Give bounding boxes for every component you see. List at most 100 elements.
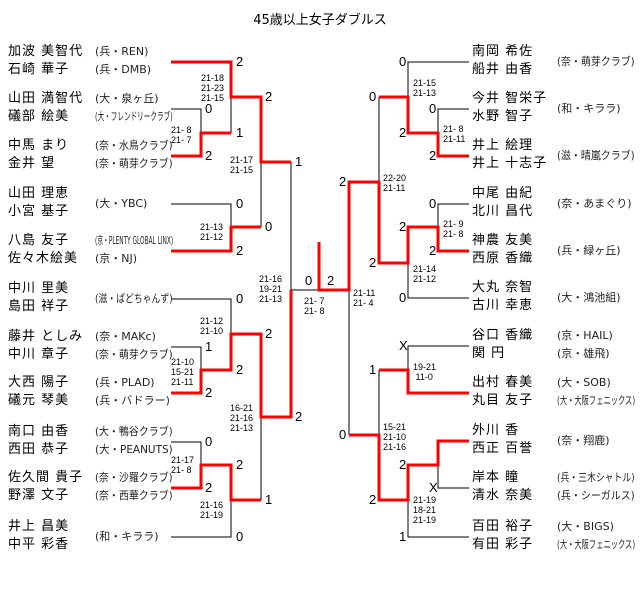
- match-score: 2: [399, 125, 407, 140]
- match-score: 0: [429, 196, 437, 211]
- right-player-affiliation: (兵・シーガルス): [557, 489, 635, 502]
- left-player-affiliation: (大・泉ヶ丘): [95, 92, 159, 105]
- game-scores: 22-20 21-11: [383, 173, 407, 193]
- game-scores: 21- 7 21- 8: [304, 296, 325, 316]
- right-player-name: 出村 春美: [472, 375, 534, 390]
- bracket-lines-winner: [171, 60, 469, 502]
- game-scores: 21- 9 21- 8: [443, 219, 464, 239]
- right-player-name: 関 円: [472, 346, 506, 361]
- match-score: 1: [295, 154, 303, 169]
- left-player-name: 大西 陽子: [8, 375, 70, 390]
- right-player-name: 井上 十志子: [472, 156, 548, 171]
- left-player-name: 中川 里美: [8, 281, 70, 296]
- match-score: 1: [369, 362, 377, 377]
- match-score: 1: [265, 492, 273, 507]
- right-player-name: 水野 智子: [472, 109, 534, 124]
- right-team-affiliation: (大・鴻池組): [557, 291, 621, 304]
- right-player-affiliation: (大・大阪フェニックス): [557, 394, 636, 407]
- game-scores: 21-17 21- 8: [171, 455, 195, 475]
- left-player-name: 小宮 基子: [8, 204, 70, 219]
- match-score: 2: [205, 148, 213, 163]
- game-scores: 21-10 15-21 21-11: [171, 357, 195, 387]
- right-team-affiliation: (和・キララ): [557, 102, 621, 115]
- left-player-name: 石崎 華子: [8, 62, 70, 77]
- left-player-name: 藤井 としみ: [8, 329, 84, 344]
- match-score: 2: [295, 409, 303, 424]
- right-player-name: 西原 香織: [472, 251, 534, 266]
- right-team-affiliation: (兵・緑ヶ丘): [557, 244, 621, 257]
- game-scores: 21-18 21-23 21-15: [201, 73, 225, 103]
- game-scores: 21- 8 21- 7: [171, 125, 192, 145]
- right-team-affiliation: (滋・晴嵐クラブ): [557, 149, 635, 162]
- left-player-affiliation: (奈・沙羅クラブ): [95, 471, 173, 484]
- match-score: 0: [399, 54, 407, 69]
- right-player-name: 谷口 香織: [472, 328, 534, 343]
- left-player-affiliation: (兵・PLAD): [95, 376, 155, 389]
- right-player-name: 古川 幸恵: [472, 298, 534, 313]
- right-player-name: 有田 彩子: [472, 537, 534, 552]
- match-score: 2: [339, 174, 347, 189]
- left-player-name: 八島 友子: [8, 233, 70, 248]
- right-player-name: 清水 奈美: [472, 488, 534, 503]
- left-player-affiliation: (兵・REN): [95, 45, 149, 58]
- match-score: 0: [236, 196, 244, 211]
- right-player-affiliation: (兵・三木シャトル): [557, 471, 635, 484]
- left-player-name: 金井 望: [8, 156, 56, 171]
- game-scores: 15-21 21-10 21-16: [383, 422, 407, 452]
- left-player-name: 山田 満智代: [8, 91, 84, 106]
- match-score: 2: [429, 243, 437, 258]
- right-player-name: 外川 香: [472, 423, 520, 438]
- match-score: 0: [399, 290, 407, 305]
- match-score: 1: [205, 339, 213, 354]
- match-score: X: [429, 480, 438, 495]
- left-player-name: 礒部 絵美: [8, 109, 70, 124]
- match-score: 0: [265, 219, 273, 234]
- match-score: 2: [265, 326, 273, 341]
- match-score: 0: [339, 427, 347, 442]
- right-team-affiliation: (奈・あまぐり): [557, 197, 632, 210]
- left-player-affiliation: (大・鴨谷クラブ): [95, 425, 173, 438]
- game-scores: 21-15 21-13: [413, 78, 437, 98]
- left-player-name: 島田 祥子: [8, 299, 70, 314]
- game-scores: 21-16 19-21 21-13: [259, 274, 283, 304]
- right-player-affiliation: (大・大阪フェニックス): [557, 538, 636, 551]
- left-player-name: 礒元 琴美: [8, 393, 70, 408]
- left-player-name: 南口 由香: [8, 424, 70, 439]
- left-team-affiliation: (和・キララ): [95, 530, 159, 543]
- left-player-name: 西田 恭子: [8, 442, 70, 457]
- match-score: 1: [399, 529, 407, 544]
- match-score: 2: [236, 243, 244, 258]
- right-player-affiliation: (京・雄飛): [557, 347, 610, 360]
- match-score: 0: [369, 89, 377, 104]
- left-player-affiliation: (京・PLENTY GLOBAL LINX): [95, 234, 174, 247]
- match-score: 2: [236, 362, 244, 377]
- left-player-affiliation: (大・フレンドリークラブ): [95, 110, 173, 123]
- left-player-affiliation: (奈・水鳥クラブ): [95, 139, 173, 152]
- right-team-affiliation: (奈・萌芽クラブ): [557, 55, 635, 68]
- game-scores: 21- 8 21-11: [443, 124, 466, 144]
- right-player-name: 北川 昌代: [472, 204, 534, 219]
- game-scores: 21-16 21-19: [200, 500, 224, 520]
- right-player-affiliation: (京・HAIL): [557, 329, 613, 342]
- right-player-affiliation: (大・SOB): [557, 376, 611, 389]
- game-scores: 21-19 18-21 21-19: [413, 495, 437, 525]
- right-player-name: 井上 絵理: [472, 138, 534, 153]
- left-player-name: 井上 昌美: [8, 519, 70, 534]
- left-player-name: 中平 彩香: [8, 537, 70, 552]
- match-score: 1: [236, 125, 244, 140]
- match-score: X: [399, 338, 408, 353]
- right-player-name: 大丸 奈智: [472, 280, 534, 295]
- right-team-affiliation: (奈・翔鹿): [557, 434, 610, 447]
- left-player-affiliation: (大・PEANUTS): [95, 443, 173, 456]
- left-player-affiliation: (奈・萌芽クラブ): [95, 348, 173, 361]
- left-player-name: 中川 章子: [8, 347, 70, 362]
- right-player-name: 西正 百誉: [472, 441, 534, 456]
- match-score: 2: [369, 255, 377, 270]
- game-scores: 21-17 21-15: [230, 155, 254, 175]
- left-player-affiliation: (京・NJ): [95, 252, 138, 265]
- match-score: 2: [236, 457, 244, 472]
- right-player-name: 船井 由香: [472, 62, 534, 77]
- right-player-name: 岸本 瞳: [472, 470, 520, 485]
- right-player-name: 百田 裕子: [472, 519, 534, 534]
